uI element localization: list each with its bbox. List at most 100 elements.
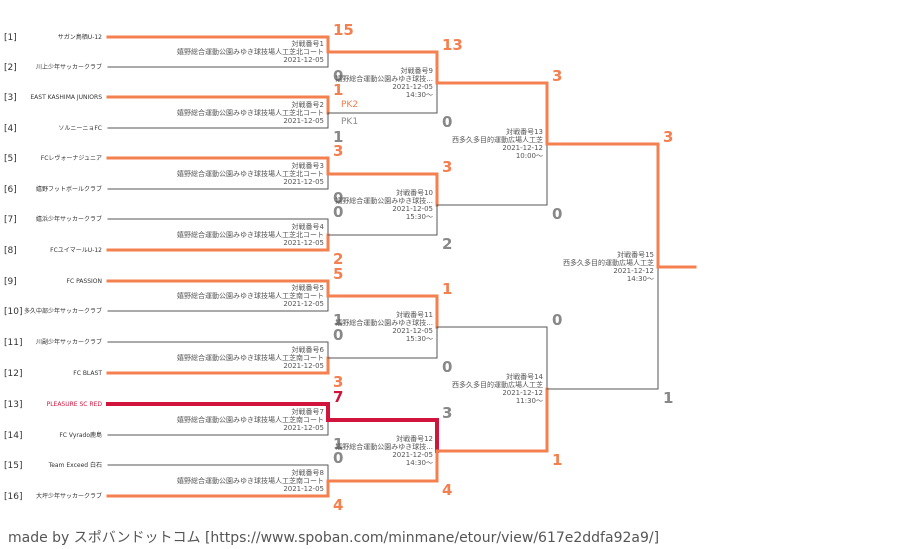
match-info: 2021-12-05 [392,327,433,335]
team-seed: [4] [4,124,17,134]
match-info: 10:00～ [516,152,543,160]
match-info: 嬉野総合運動公園みゆき球技場人工芝北コート [177,230,324,239]
match-info: 対戦番号9 [401,66,433,75]
match-score-bottom: 1 [333,311,343,329]
match-info: 14:30～ [406,459,433,467]
match-info: 対戦番号1 [292,39,324,48]
match-score-bottom: 4 [442,481,452,499]
team-name: EAST KASHIMA JUNIORS [30,94,102,101]
team-seed: [8] [4,246,17,256]
match-score-top: 3 [442,404,452,422]
match-score-bottom: 2 [442,235,452,253]
match-info: 2021-12-12 [502,144,543,152]
match-info: 嬉野総合運動公園みゆき球技... [335,74,433,83]
match-info: 11:30～ [516,397,543,405]
team-name: 大坪少年サッカークラブ [36,492,102,500]
team-seed: [11] [4,338,22,348]
team-seed: [2] [4,63,17,73]
match-info: 14:30～ [406,91,433,99]
team-seed: [13] [4,400,22,410]
team-name: 嬉野フットボールクラブ [36,185,102,193]
team-name: PLEASURE SC RED [47,401,103,408]
match-info: 嬉野総合運動公園みゆき球技... [335,442,433,451]
match-score-bottom: 1 [333,128,343,146]
team-seed: [12] [4,369,22,379]
match-info: 対戦番号15 [617,250,654,259]
match-info: 2021-12-05 [283,56,324,64]
match-score-top: 3 [333,142,343,160]
match-score-bottom: 1 [663,389,673,407]
match-info: 嬉野総合運動公園みゆき球技場人工芝南コート [177,476,324,485]
match-info: 2021-12-05 [283,300,324,308]
match-info: 西多久多目的運動広場人工芝 [563,258,654,267]
match-info: 対戦番号7 [292,407,324,416]
match-score-bottom: 0 [333,189,343,207]
match-info: 2021-12-05 [283,424,324,432]
match-info: 2021-12-05 [392,205,433,213]
team-name: FC BLAST [73,370,102,377]
match-score-top: 1 [333,81,343,99]
match-info: 嬉野総合運動公園みゆき球技場人工芝北コート [177,47,324,56]
team-seed: [7] [4,215,17,225]
team-name: 嬉浜少年サッカークラブ [36,215,102,223]
match-score-top: 0 [552,311,562,329]
team-seed: [9] [4,277,17,287]
team-seed: [16] [4,492,22,502]
team-seed: [5] [4,154,17,164]
match-info: 2021-12-12 [502,389,543,397]
match-score-bottom: 0 [333,67,343,85]
match-info: 西多久多目的運動広場人工芝 [452,135,543,144]
team-name: FCユイマールU-12 [50,247,102,254]
team-seed: [1] [4,33,17,43]
match-info: 15:30～ [406,335,433,343]
team-name: FCレヴォーナジュニア [41,154,102,162]
match-info: 対戦番号6 [292,345,325,354]
match-info: 2021-12-05 [283,239,324,247]
match-score-bottom: 0 [442,358,452,376]
match-score-bottom: 1 [552,451,562,469]
match-score-top: 3 [442,158,452,176]
team-name: ソルニーニョFC [58,125,102,132]
match-info: 対戦番号4 [292,222,325,231]
match-score-top: 3 [663,128,673,146]
match-score-bottom: 1 [333,435,343,453]
match-info: 2021-12-05 [392,451,433,459]
match-info: 2021-12-05 [392,83,433,91]
team-name: 川副少年サッカークラブ [36,338,102,346]
match-score-bottom: 3 [333,373,343,391]
match-info: 2021-12-05 [283,485,324,493]
match-score-top: 1 [442,280,452,298]
match-score-bottom: 0 [552,205,562,223]
team-seed: [10] [4,307,22,317]
match-info: 対戦番号10 [396,188,433,197]
match-info: 西多久多目的運動広場人工芝 [452,380,543,389]
match-info: 対戦番号13 [506,127,543,136]
team-seed: [6] [4,185,17,195]
match-info: 2021-12-05 [283,178,324,186]
team-name: 多久中部少年サッカークラブ [24,307,102,315]
team-seed: [15] [4,461,22,471]
match-score-top: 0 [333,449,343,467]
team-name: 川上少年サッカークラブ [36,63,102,71]
match-info: 対戦番号11 [396,310,433,319]
match-score-top: 0 [333,203,343,221]
match-score-top: 3 [552,67,562,85]
match-info: 15:30～ [406,213,433,221]
team-name: Team Exceed 白石 [48,461,102,469]
match-score-bottom: 0 [442,113,452,131]
match-info: 嬉野総合運動公園みゆき球技場人工芝北コート [177,169,324,178]
match-info: 嬉野総合運動公園みゆき球技... [335,318,433,327]
match-info: 対戦番号14 [506,372,543,381]
tournament-bracket: [1]サガン鳥栖U-12[2]川上少年サッカークラブ[3]EAST KASHIM… [4,21,697,514]
match-pk-bottom: PK1 [341,117,358,127]
match-score-top: 15 [333,21,354,39]
match-info: 嬉野総合運動公園みゆき球技... [335,196,433,205]
match-info: 嬉野総合運動公園みゆき球技場人工芝南コート [177,353,324,362]
match-score-top: 5 [333,265,343,283]
match-info: 嬉野総合運動公園みゆき球技場人工芝北コート [177,108,324,117]
team-name: FC Vyrado鹿島 [59,431,102,439]
match-info: 14:30～ [627,275,654,283]
match-info: 対戦番号5 [292,283,324,292]
match-info: 対戦番号8 [292,468,324,477]
footer-credit: made by スポバンドットコム [https://www.spoban.co… [8,530,660,546]
